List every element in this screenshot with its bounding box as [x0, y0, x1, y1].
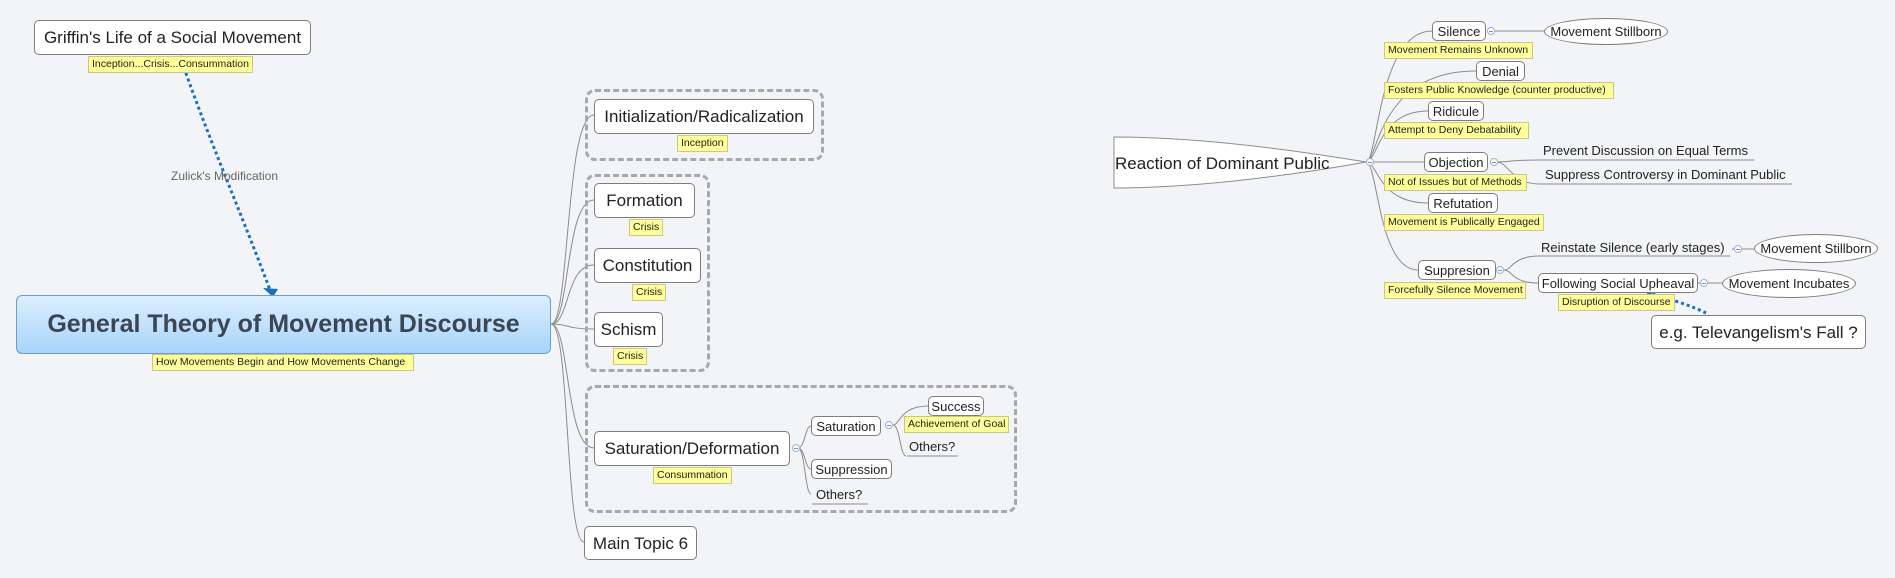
silence-outcome: Movement Stillborn	[1550, 24, 1662, 39]
topic-objection[interactable]: Objection	[1424, 152, 1488, 172]
collapse-icon[interactable]	[1490, 158, 1498, 166]
label-others-deformation[interactable]: Others?	[816, 487, 863, 502]
note-inception[interactable]: Inception	[677, 135, 728, 152]
central-note[interactable]: How Movements Begin and How Movements Ch…	[152, 354, 414, 371]
topic-constitution[interactable]: Constitution	[594, 248, 701, 283]
topic-formation[interactable]: Formation	[594, 183, 695, 218]
ellipse-stillborn-suppresion[interactable]: Movement Stillborn	[1754, 234, 1878, 263]
refutation-title: Refutation	[1433, 195, 1493, 211]
topic-ridicule[interactable]: Ridicule	[1428, 101, 1484, 121]
note-disruption[interactable]: Disruption of Discourse	[1558, 294, 1675, 311]
griffin-title: Griffin's Life of a Social Movement	[43, 28, 302, 47]
note-crisis-constitution[interactable]: Crisis	[632, 284, 667, 301]
collapse-icon[interactable]	[1700, 279, 1708, 287]
note-forcefully-silence[interactable]: Forcefully Silence Movement	[1384, 282, 1526, 299]
topic-following-upheaval[interactable]: Following Social Upheaval	[1538, 273, 1698, 293]
note-deny-debatability[interactable]: Attempt to Deny Debatability	[1384, 122, 1529, 139]
note-consummation[interactable]: Consummation	[653, 467, 732, 484]
topic-suppression[interactable]: Suppression	[811, 459, 892, 479]
central-title: General Theory of Movement Discourse	[47, 310, 520, 338]
ridicule-title: Ridicule	[1432, 103, 1480, 119]
saturation-title: Saturation	[816, 418, 876, 434]
collapse-icon[interactable]	[1487, 27, 1495, 35]
topic-televangelism[interactable]: e.g. Televangelism's Fall ?	[1651, 315, 1866, 349]
reinstate-outcome: Movement Stillborn	[1760, 241, 1872, 256]
topic-main-6[interactable]: Main Topic 6	[584, 526, 697, 560]
silence-title: Silence	[1437, 23, 1481, 39]
initialization-title: Initialization/Radicalization	[604, 107, 804, 126]
objection-title: Objection	[1428, 154, 1484, 170]
topic-success[interactable]: Success	[928, 396, 984, 416]
relationship-label[interactable]: Zulick's Modification	[171, 169, 278, 183]
note-achievement[interactable]: Achievement of Goal	[904, 416, 1010, 433]
central-topic[interactable]: General Theory of Movement Discourse	[16, 295, 551, 354]
ellipse-stillborn-silence[interactable]: Movement Stillborn	[1544, 18, 1668, 45]
schism-title: Schism	[600, 320, 657, 339]
note-fosters[interactable]: Fosters Public Knowledge (counter produc…	[1384, 82, 1614, 99]
note-not-issues[interactable]: Not of Issues but of Methods	[1384, 174, 1527, 191]
objection-item-1[interactable]: Prevent Discussion on Equal Terms	[1543, 143, 1748, 158]
label-others-saturation[interactable]: Others?	[909, 439, 956, 454]
saturation-deformation-title: Saturation/Deformation	[604, 439, 780, 458]
boundary-consummation[interactable]	[585, 385, 1017, 513]
boundary-crisis[interactable]	[585, 174, 710, 372]
griffin-topic[interactable]: Griffin's Life of a Social Movement	[34, 20, 311, 55]
topic-initialization[interactable]: Initialization/Radicalization	[594, 99, 814, 134]
topic-denial[interactable]: Denial	[1476, 61, 1525, 81]
collapse-icon[interactable]	[1496, 266, 1504, 274]
reinstate-silence-label[interactable]: Reinstate Silence (early stages)	[1541, 240, 1725, 255]
topic-silence[interactable]: Silence	[1432, 21, 1486, 41]
collapse-icon[interactable]	[1734, 245, 1742, 253]
topic-saturation-deformation[interactable]: Saturation/Deformation	[594, 431, 790, 466]
reaction-title[interactable]: Reaction of Dominant Public	[1115, 154, 1330, 173]
topic-refutation[interactable]: Refutation	[1428, 193, 1498, 213]
televangelism-title: e.g. Televangelism's Fall ?	[1659, 322, 1858, 342]
note-publically-engaged[interactable]: Movement is Publically Engaged	[1384, 214, 1544, 231]
constitution-title: Constitution	[602, 256, 693, 275]
collapse-icon[interactable]	[885, 421, 893, 429]
topic-schism[interactable]: Schism	[594, 312, 663, 347]
suppresion-title: Suppresion	[1424, 262, 1490, 278]
collapse-icon[interactable]	[1366, 158, 1374, 166]
topic-saturation[interactable]: Saturation	[811, 416, 881, 436]
denial-title: Denial	[1482, 63, 1519, 79]
formation-title: Formation	[606, 191, 683, 210]
note-crisis-formation[interactable]: Crisis	[629, 219, 664, 236]
upheaval-outcome: Movement Incubates	[1728, 276, 1850, 291]
note-crisis-schism[interactable]: Crisis	[613, 348, 648, 365]
main-topic-6-title: Main Topic 6	[592, 533, 689, 553]
note-remains-unknown[interactable]: Movement Remains Unknown	[1384, 42, 1533, 59]
success-title: Success	[931, 398, 981, 414]
topic-suppresion[interactable]: Suppresion	[1418, 260, 1496, 280]
boundary-inception[interactable]	[585, 89, 824, 161]
griffin-note[interactable]: Inception...Crisis...Consummation	[88, 56, 253, 73]
ellipse-incubates[interactable]: Movement Incubates	[1722, 269, 1856, 298]
suppression-title: Suppression	[815, 461, 888, 477]
upheaval-title: Following Social Upheaval	[1541, 275, 1695, 291]
collapse-icon[interactable]	[792, 444, 800, 452]
objection-item-2[interactable]: Suppress Controversy in Dominant Public	[1545, 167, 1786, 182]
